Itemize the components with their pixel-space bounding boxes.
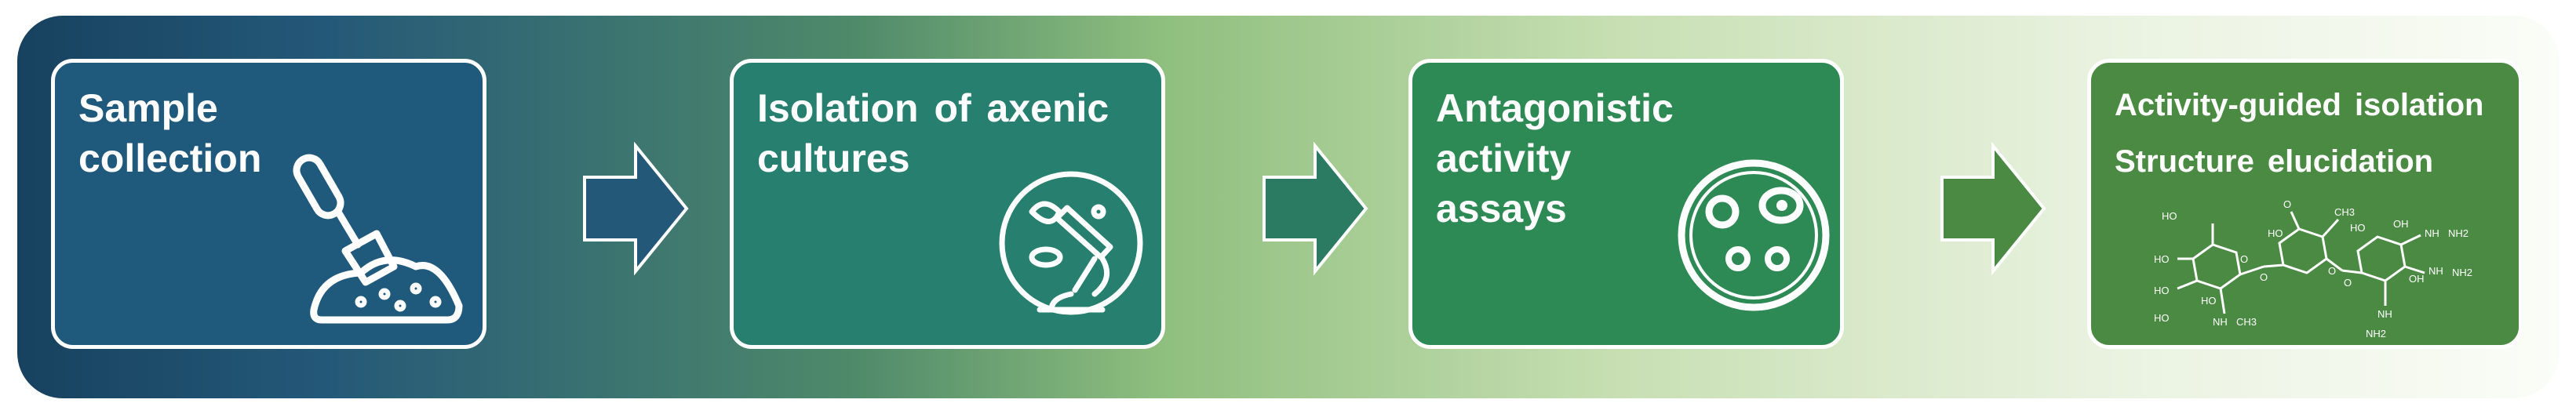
structure-label: HO: [2268, 227, 2283, 239]
structure-label: NH2: [2448, 227, 2469, 239]
arrow-shape: [583, 142, 689, 275]
step-antagonistic-activity-assays: Antagonistic activity assays: [1408, 59, 1844, 349]
structure-label: CH3: [2334, 206, 2355, 218]
structure-label: OH: [2393, 218, 2409, 230]
arrow-3: [1938, 142, 2048, 275]
arrow-1: [581, 142, 690, 275]
structure-label: NH2: [2452, 267, 2472, 278]
structure-label: NH: [2377, 308, 2392, 320]
structure-label: O: [2240, 253, 2248, 265]
structure-label: CH3: [2236, 316, 2257, 328]
arrow-shape: [1940, 142, 2046, 275]
structure-label: HO: [2154, 253, 2170, 265]
arrow-shape: [1262, 142, 1368, 275]
structure-label: O: [2260, 271, 2268, 283]
step-sample-collection: Sample collection: [51, 59, 486, 349]
step-title: Activity-guided isolation Structure eluc…: [2115, 88, 2484, 179]
structure-label: HO: [2350, 222, 2366, 234]
structure-label: OH: [2409, 273, 2425, 285]
step-title: Isolation of axenic cultures: [757, 86, 1109, 180]
structure-label: HO: [2201, 295, 2217, 307]
structure-label: O: [2283, 198, 2291, 210]
arrow-2: [1260, 142, 1370, 275]
step-isolation-axenic-cultures: Isolation of axenic cultures: [730, 59, 1165, 349]
soil-trowel-icon: [290, 141, 479, 329]
step-title: Antagonistic activity assays: [1436, 86, 1674, 231]
structure-label: NH2: [2366, 328, 2386, 340]
structure-label: HO: [2162, 210, 2177, 222]
step-activity-guided-isolation: Activity-guided isolation Structure eluc…: [2087, 59, 2523, 349]
step-title: Sample collection: [78, 86, 262, 180]
petri-dish-icon: [1675, 157, 1832, 314]
structure-label: O: [2328, 265, 2336, 277]
structure-label: NH: [2425, 227, 2439, 239]
structure-label: O: [2344, 277, 2352, 289]
structure-label: HO: [2154, 312, 2170, 324]
microscope-petri-icon: [985, 165, 1157, 337]
structure-label: NH: [2213, 316, 2228, 328]
structure-label: NH: [2428, 265, 2443, 277]
structure-label: HO: [2154, 285, 2170, 296]
chemical-structure-icon: HO HO HO O HO CH3 HO OH NH2 NH O O O O O…: [2122, 188, 2499, 345]
